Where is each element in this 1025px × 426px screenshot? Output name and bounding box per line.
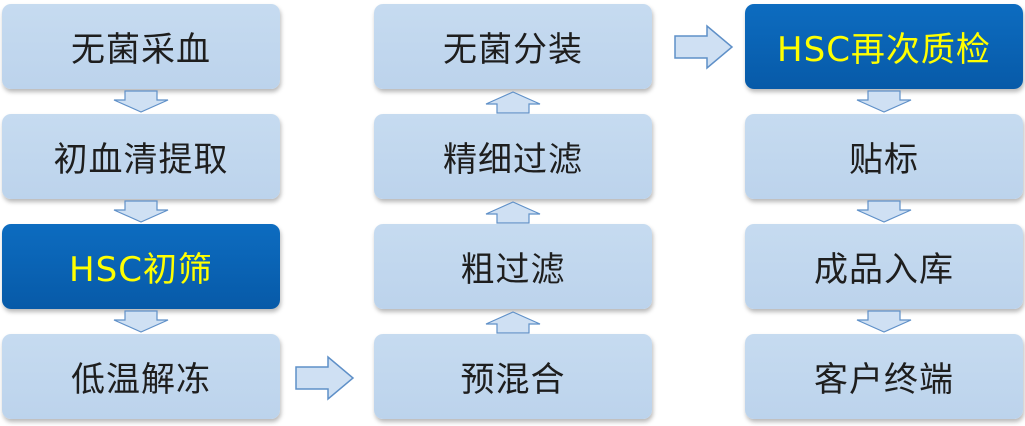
step-label: 贴标 — [849, 140, 919, 180]
arrow-up-icon — [485, 91, 541, 114]
step-sterile-blood-collection: 无菌采血 — [2, 4, 280, 89]
step-label: 低温解冻 — [71, 360, 211, 400]
step-label: 客户终端 — [814, 360, 954, 400]
arrow-up-icon — [485, 311, 541, 334]
step-coarse-filtration: 粗过滤 — [374, 224, 652, 309]
step-label: 成品入库 — [814, 250, 954, 290]
step-pre-mixing: 预混合 — [374, 334, 652, 419]
arrow-down-icon — [113, 90, 169, 113]
step-label: 无菌分装 — [443, 30, 583, 70]
step-label: 精细过滤 — [443, 140, 583, 180]
arrow-right-icon — [674, 24, 734, 70]
step-label: 粗过滤 — [460, 250, 566, 290]
step-customer-terminal: 客户终端 — [745, 334, 1023, 419]
arrow-down-icon — [113, 200, 169, 223]
step-label: 预混合 — [460, 360, 566, 400]
step-sterile-dispensing: 无菌分装 — [374, 4, 652, 89]
arrow-down-icon — [856, 200, 912, 223]
step-low-temperature-thawing: 低温解冻 — [2, 334, 280, 419]
step-label: HSC再次质检 — [777, 30, 991, 70]
arrow-down-icon — [113, 310, 169, 333]
arrow-down-icon — [856, 90, 912, 113]
step-fine-filtration: 精细过滤 — [374, 114, 652, 199]
step-label: HSC初筛 — [69, 250, 213, 290]
step-warehousing: 成品入库 — [745, 224, 1023, 309]
step-hsc-second-inspection: HSC再次质检 — [745, 4, 1023, 89]
step-label: 初血清提取 — [53, 140, 229, 180]
step-hsc-initial-screening: HSC初筛 — [2, 224, 280, 309]
step-label: 无菌采血 — [71, 30, 211, 70]
arrow-up-icon — [485, 201, 541, 224]
step-labeling: 贴标 — [745, 114, 1023, 199]
arrow-right-icon — [295, 355, 355, 401]
step-initial-serum-extraction: 初血清提取 — [2, 114, 280, 199]
arrow-down-icon — [856, 310, 912, 333]
